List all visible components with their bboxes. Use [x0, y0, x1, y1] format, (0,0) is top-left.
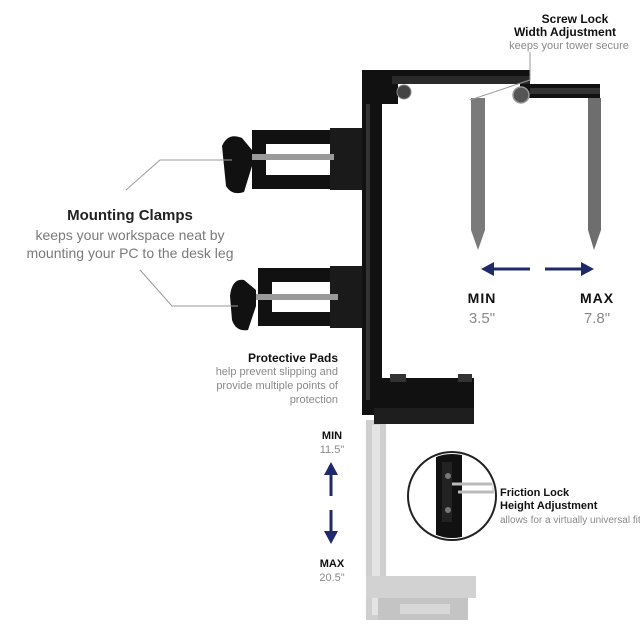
screw-lock-title-2: Width Adjustment	[513, 25, 617, 39]
friction-lock-inset	[407, 451, 497, 541]
friction-lock-title-1: Friction Lock	[500, 487, 570, 499]
main-bracket	[362, 70, 601, 424]
protective-pads-desc-2: provide multiple points of	[216, 380, 338, 392]
upper-clamp	[222, 128, 362, 194]
ghost-lower-bracket	[366, 420, 476, 620]
mounting-clamps-title: Mounting Clamps	[67, 207, 193, 224]
leader-screw-lock	[469, 52, 531, 101]
height-min-label: MIN	[321, 430, 343, 442]
height-arrows	[324, 462, 338, 544]
width-min-label: MIN	[467, 290, 497, 306]
friction-lock-title-2: Height Adjustment	[500, 500, 598, 512]
leader-lines	[125, 52, 531, 307]
leader-clamp-top	[125, 159, 232, 191]
mounting-clamps-desc-1: keeps your workspace neat by	[35, 227, 225, 243]
mounting-clamps-desc-2: mounting your PC to the desk leg	[26, 245, 234, 261]
protective-pads-desc-1: help prevent slipping and	[215, 366, 338, 378]
height-min-value: 11.5"	[319, 444, 345, 456]
width-max-label: MAX	[579, 290, 615, 306]
width-max-value: 7.8"	[583, 310, 611, 327]
width-arrows	[481, 262, 594, 276]
protective-pads-title: Protective Pads	[247, 351, 338, 365]
lower-clamp	[230, 266, 362, 331]
friction-lock-desc: allows for a virtually universal fit	[500, 515, 640, 526]
screw-lock-title-1: Screw Lock	[541, 12, 609, 26]
height-max-value: 20.5"	[319, 572, 345, 584]
protective-pads-desc-3: protection	[289, 394, 338, 406]
leader-clamp-bottom	[139, 269, 238, 307]
screw-lock-desc: keeps your tower secure	[509, 40, 629, 52]
height-max-label: MAX	[319, 558, 345, 570]
width-min-value: 3.5"	[468, 310, 496, 327]
